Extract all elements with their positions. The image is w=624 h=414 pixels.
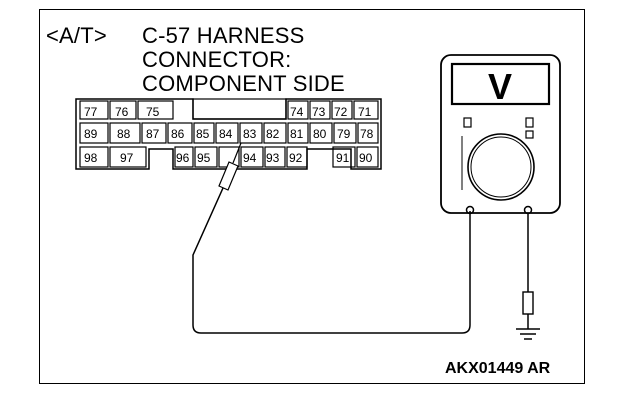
pin-86: 86 <box>171 127 185 141</box>
probe-lead-wire <box>192 187 471 334</box>
connector-key-slot <box>192 98 287 120</box>
ground-lead <box>522 213 534 329</box>
pin-90: 90 <box>359 151 373 165</box>
pin-79: 79 <box>337 127 351 141</box>
pin-92: 92 <box>289 151 303 165</box>
title-line-2: CONNECTOR: <box>142 47 292 72</box>
title-line-3: COMPONENT SIDE <box>142 71 345 96</box>
pin-84: 84 <box>219 127 233 141</box>
title-line-1: C-57 HARNESS <box>142 23 305 48</box>
voltage-symbol: V <box>488 66 512 107</box>
pin-95: 95 <box>197 151 211 165</box>
pin-98: 98 <box>84 151 98 165</box>
system-tag: <A/T> <box>46 23 107 48</box>
pin-85: 85 <box>196 127 210 141</box>
pin-80: 80 <box>313 127 327 141</box>
ground-icon <box>516 328 540 340</box>
pin-82: 82 <box>266 127 280 141</box>
pin-96: 96 <box>176 151 190 165</box>
pin-72: 72 <box>334 105 348 119</box>
diagram-frame <box>39 9 585 384</box>
pin-89: 89 <box>84 127 98 141</box>
pin-74: 74 <box>290 105 304 119</box>
connector-row-2 <box>79 122 379 144</box>
test-probe <box>218 142 242 191</box>
pin-94: 94 <box>243 151 257 165</box>
connector-row-3 <box>79 146 379 168</box>
meter-terminal-left <box>465 205 475 215</box>
pin-73: 73 <box>312 105 326 119</box>
pin-88: 88 <box>117 127 131 141</box>
pin-87: 87 <box>146 127 160 141</box>
connector-row-1 <box>79 100 379 120</box>
pin-76: 76 <box>115 105 129 119</box>
pin-91: 91 <box>336 151 350 165</box>
figure-code: AKX01449 AR <box>445 360 551 377</box>
pin-83: 83 <box>243 127 257 141</box>
selector-dial <box>467 133 535 201</box>
voltmeter: V <box>440 54 561 215</box>
pin-75: 75 <box>146 105 160 119</box>
pin-97: 97 <box>120 151 134 165</box>
pin-81: 81 <box>290 127 304 141</box>
pin-77: 77 <box>84 105 98 119</box>
pin-78: 78 <box>360 127 374 141</box>
pin-71: 71 <box>358 105 372 119</box>
pin-93: 93 <box>266 151 280 165</box>
